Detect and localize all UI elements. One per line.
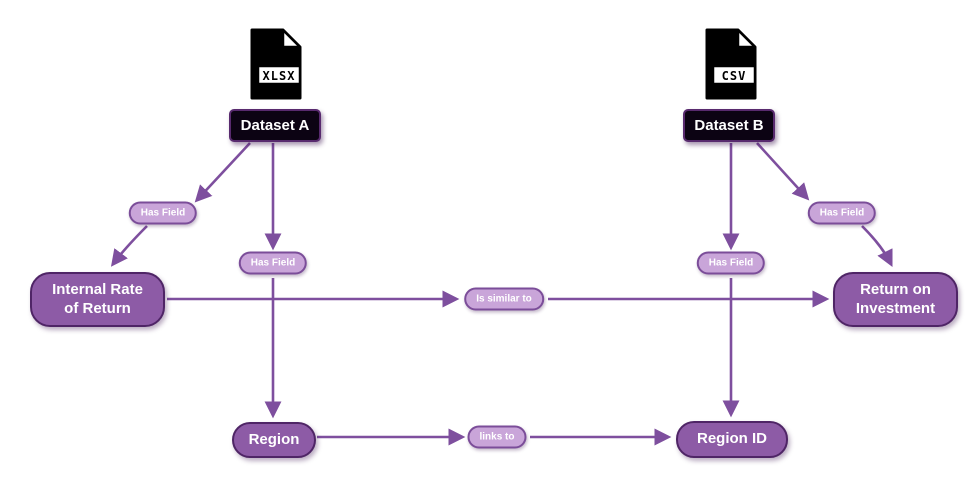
node-label-line: Investment xyxy=(855,299,936,317)
edge-label-has-field-region[interactable]: Has Field xyxy=(238,251,308,275)
node-region-id[interactable]: Region ID xyxy=(676,421,788,458)
node-internal-rate-of-return[interactable]: Internal Rate of Return xyxy=(30,272,165,327)
edge-dataset-a-to-irr-seg1[interactable] xyxy=(194,142,251,203)
node-return-on-investment[interactable]: Return on Investment xyxy=(833,272,958,327)
node-dataset-a[interactable]: Dataset A xyxy=(229,109,321,142)
file-icon-csv[interactable]: CSV xyxy=(704,27,758,106)
node-label-line: Internal Rate xyxy=(52,280,143,298)
node-dataset-a-label: Dataset A xyxy=(240,117,310,134)
node-dataset-b-label: Dataset B xyxy=(694,117,764,134)
file-icon-xlsx[interactable]: XLSX xyxy=(249,27,303,106)
file-type-label: XLSX xyxy=(263,69,296,83)
edge-dataset-b-to-roi-seg2[interactable] xyxy=(861,225,893,268)
edge-label-is-similar-to[interactable]: Is similar to xyxy=(464,287,544,311)
edge-label-has-field-irr[interactable]: Has Field xyxy=(128,201,198,225)
edge-label-has-field-roi[interactable]: Has Field xyxy=(807,201,877,225)
node-label-line: of Return xyxy=(64,299,131,317)
node-label-line: Return on xyxy=(860,280,931,298)
file-fold-icon xyxy=(281,28,302,49)
node-region[interactable]: Region xyxy=(232,422,316,458)
file-fold-icon xyxy=(736,28,757,49)
file-type-label: CSV xyxy=(722,69,747,83)
file-type-badge xyxy=(711,64,757,86)
node-label-line: Region ID xyxy=(697,430,767,448)
edge-dataset-a-to-irr-seg2[interactable] xyxy=(110,225,148,267)
node-label-line: Region xyxy=(248,430,300,448)
edge-label-has-field-region-id[interactable]: Has Field xyxy=(696,251,766,275)
node-dataset-b[interactable]: Dataset B xyxy=(683,109,775,142)
edge-label-links-to[interactable]: links to xyxy=(467,425,527,449)
file-type-badge xyxy=(256,64,302,86)
edge-dataset-b-to-roi-seg1[interactable] xyxy=(756,142,810,201)
